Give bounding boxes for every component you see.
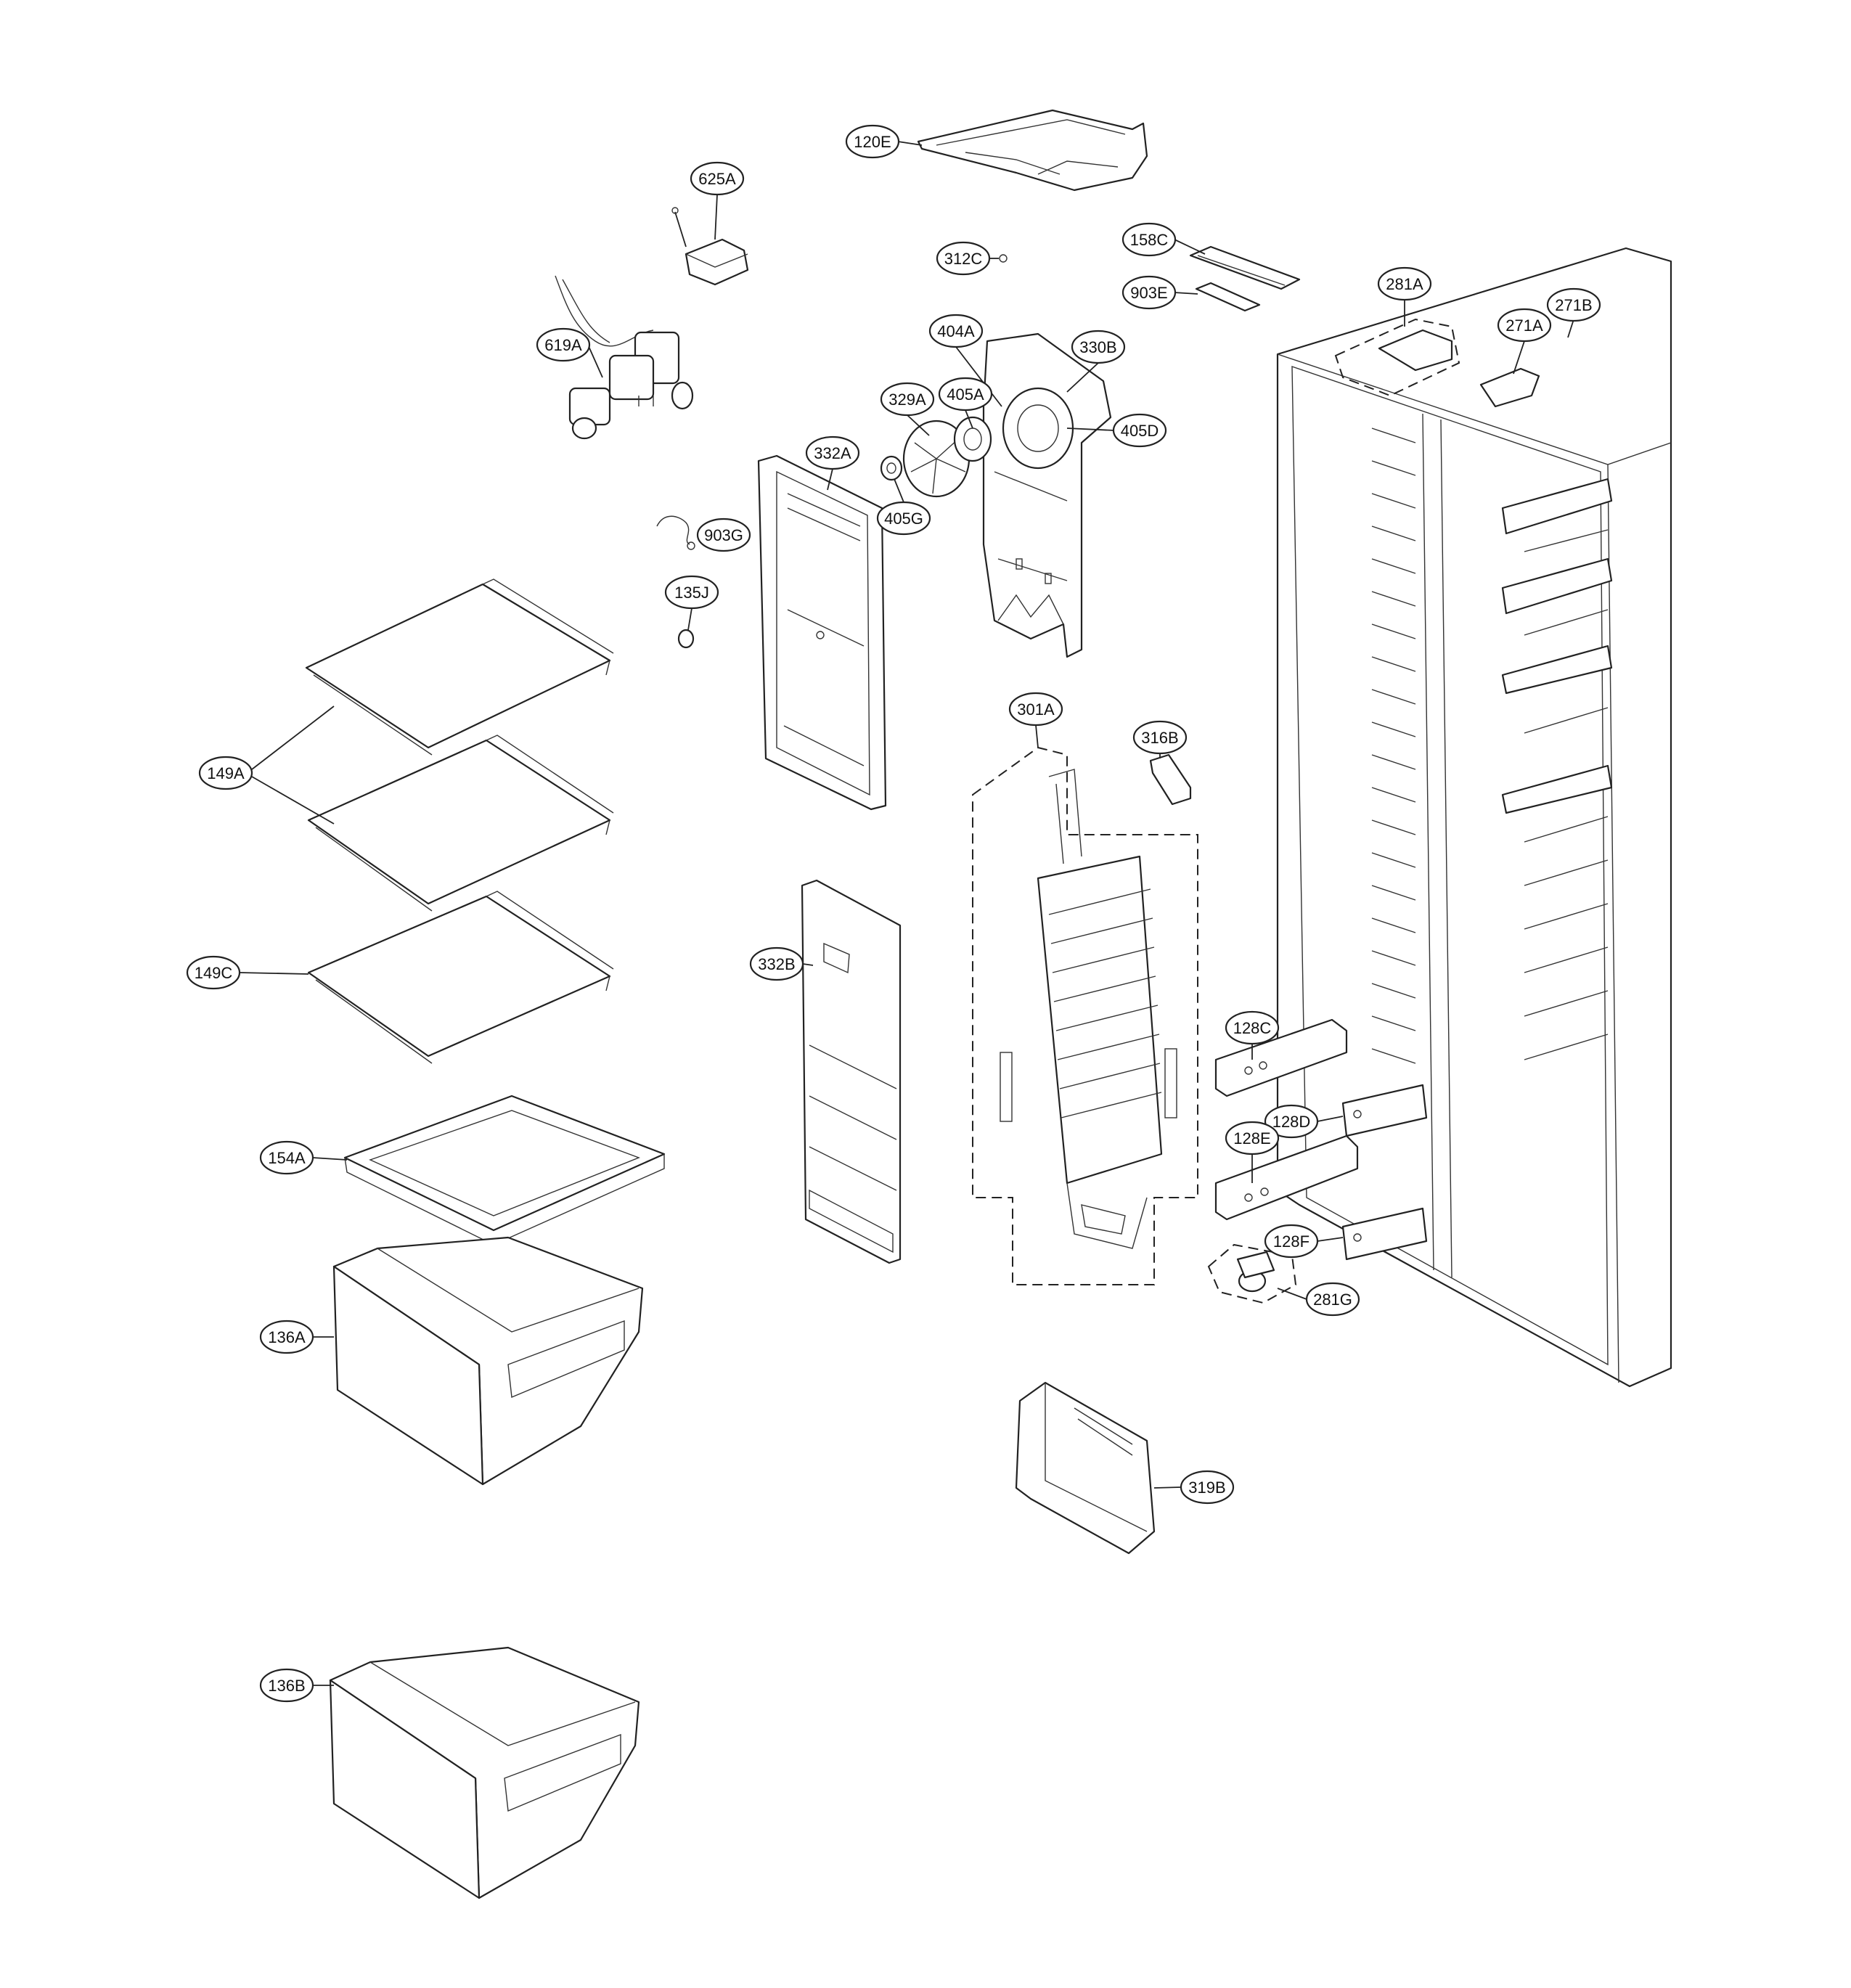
part-301A-evaporator [972,746,1198,1285]
callout-128F: 128F [1264,1224,1319,1259]
label-301A: 301A [1017,700,1055,719]
label-316B: 316B [1141,729,1178,747]
label-405G: 405G [884,510,923,528]
part-405A-fan-motor [953,416,992,462]
label-619A: 619A [544,336,582,354]
callout-903E: 903E [1121,275,1177,310]
label-330B: 330B [1079,338,1116,356]
part-135J-cap [677,629,695,649]
callout-128E: 128E [1225,1121,1280,1155]
callout-135J: 135J [664,575,719,610]
part-149A-shelf-middle [307,735,614,912]
label-332B: 332B [758,955,795,973]
part-316B-block [1149,753,1192,806]
label-136A: 136A [268,1328,306,1346]
label-149C: 149C [195,964,233,982]
label-312C: 312C [944,250,983,268]
part-332A-cover-panel [757,454,887,811]
label-135J: 135J [674,584,709,602]
label-903E: 903E [1130,284,1167,302]
label-128C: 128C [1233,1019,1272,1037]
part-154A-crisper-cover [343,1095,666,1245]
label-281G: 281G [1313,1290,1352,1309]
part-136A-crisper-drawer [332,1236,644,1486]
label-404A: 404A [937,322,975,340]
label-128E: 128E [1233,1129,1270,1148]
part-128D-rail [1341,1084,1428,1137]
callout-136B: 136B [259,1668,314,1703]
callout-149C: 149C [186,955,241,990]
callout-158C: 158C [1121,222,1177,257]
label-120E: 120E [854,133,891,151]
part-149C-shelf-lower [307,891,614,1064]
part-128F-rail [1341,1207,1428,1261]
label-128D: 128D [1272,1113,1311,1131]
label-319B: 319B [1188,1478,1225,1497]
part-128E-rail [1214,1134,1359,1221]
part-149A-shelf-upper [305,578,614,756]
part-903E-strip [1195,282,1261,312]
callout-405G: 405G [876,501,931,536]
part-128C-rail [1214,1018,1348,1097]
label-154A: 154A [268,1149,306,1167]
callout-271A: 271A [1497,308,1552,343]
callout-405D: 405D [1112,413,1167,448]
callout-128C: 128C [1225,1010,1280,1045]
leader-lines [239,141,1574,1686]
label-405A: 405A [947,385,984,404]
callout-332B: 332B [749,946,804,981]
callout-619A: 619A [536,327,591,362]
part-625A-module [671,207,749,286]
part-903G-sensor-wire [656,515,695,550]
label-625A: 625A [698,170,736,188]
callout-903G: 903G [696,518,751,552]
callout-301A: 301A [1008,692,1063,727]
callout-625A: 625A [690,161,745,196]
label-329A: 329A [888,390,926,409]
label-136B: 136B [268,1677,305,1695]
part-158C-bar [1189,245,1301,290]
part-405G-grommet [880,455,903,481]
label-281A: 281A [1386,275,1423,293]
label-332A: 332A [814,444,851,462]
part-cabinet [1276,247,1672,1388]
callout-329A: 329A [880,382,935,417]
callout-330B: 330B [1071,330,1126,364]
part-312C-clip [999,254,1008,263]
callout-136A: 136A [259,1320,314,1354]
label-271B: 271B [1555,296,1592,314]
part-281G-hinge [1207,1243,1297,1304]
label-405D: 405D [1121,422,1159,440]
part-120E-duct-cover [917,109,1148,192]
part-332B-cover-panel [801,879,902,1264]
part-619A-water-valve [555,275,694,440]
callout-332A: 332A [805,435,860,470]
callout-120E: 120E [845,124,900,159]
label-158C: 158C [1130,231,1169,249]
label-128F: 128F [1273,1232,1309,1251]
part-319B-cover [1015,1381,1156,1555]
label-271A: 271A [1505,316,1543,335]
callout-405A: 405A [938,377,993,412]
callout-404A: 404A [928,314,984,348]
callout-319B: 319B [1180,1470,1235,1505]
callout-312C: 312C [936,241,991,276]
part-330B-fan-housing [982,332,1112,658]
callout-281G: 281G [1305,1282,1360,1317]
callout-154A: 154A [259,1140,314,1175]
label-149A: 149A [207,764,245,782]
callout-316B: 316B [1132,720,1188,755]
callout-271B: 271B [1546,287,1601,322]
callout-128D: 128D [1264,1104,1319,1139]
label-903G: 903G [704,526,743,544]
callout-281A: 281A [1377,266,1432,301]
callout-149A: 149A [198,756,253,790]
part-136B-crisper-drawer [329,1646,640,1899]
